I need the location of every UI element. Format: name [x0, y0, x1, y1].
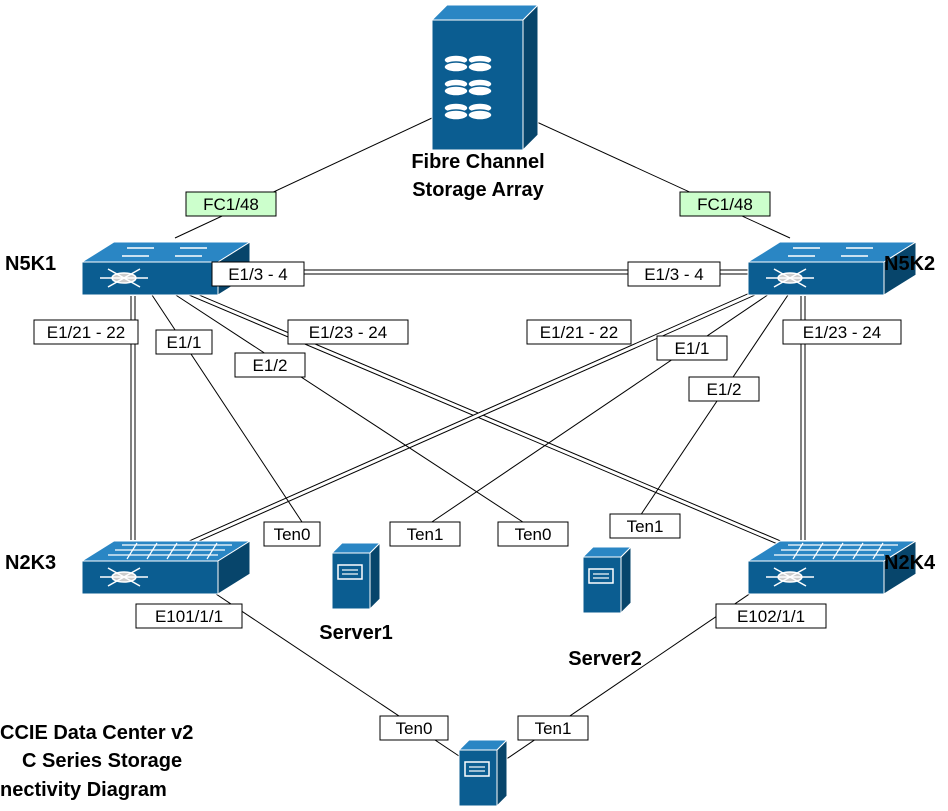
port-label-n5k1-e121-22: E1/21 - 22 [47, 323, 125, 342]
router-star-icon [766, 268, 814, 288]
switch-arrows-icon [122, 247, 207, 257]
storage-title-line2: Storage Array [412, 179, 544, 201]
fex-grid-icon [108, 542, 232, 560]
fex-n2k3[interactable] [81, 540, 251, 595]
port-label-n5k1-e11: E1/1 [167, 333, 202, 352]
caption-line1: CCIE Data Center v2 [0, 722, 193, 744]
port-label-n5k2-e123-24: E1/23 - 24 [803, 323, 881, 342]
port-label-server2-ten0: Ten0 [515, 525, 552, 544]
storage-title-line1: Fibre Channel [411, 151, 544, 173]
fex-grid-icon [774, 542, 898, 560]
server-icon[interactable] [331, 542, 381, 610]
router-star-icon [100, 567, 148, 587]
port-label-server3-ten1: Ten1 [535, 719, 572, 738]
port-labels: FC1/48 FC1/48 E1/3 - 4 E1/3 - 4 E1/21 - … [33, 191, 902, 741]
server1-label: Server1 [319, 622, 392, 644]
port-label-n5k1-e12: E1/2 [253, 356, 288, 375]
link-n5k2-n2k3 [183, 281, 777, 548]
diagram-caption: CCIE Data Center v2 C Series Storage nec… [0, 722, 193, 801]
switch-n5k1[interactable] [81, 241, 251, 296]
server-icon[interactable] [458, 739, 508, 807]
switch-label-n5k1: N5K1 [5, 253, 56, 275]
router-star-icon [766, 567, 814, 587]
server2-label: Server2 [568, 648, 641, 670]
link-n5k1-server1 [149, 291, 303, 523]
link-storage-n5k2 [527, 117, 791, 239]
port-label-fc-left: FC1/48 [203, 195, 259, 214]
port-label-n5k2-e13-4: E1/3 - 4 [644, 265, 704, 284]
switch-label-n5k2: N5K2 [884, 253, 935, 275]
fex-n2k4[interactable] [747, 540, 917, 595]
port-label-n2k4-e102: E102/1/1 [737, 607, 805, 626]
switch-label-n2k4: N2K4 [884, 552, 936, 574]
switch-arrows-icon [788, 247, 873, 257]
disk-stack-icon [443, 54, 493, 121]
caption-line3: nectivity Diagram [0, 779, 167, 801]
port-label-n5k2-e121-22: E1/21 - 22 [540, 323, 618, 342]
port-label-fc-right: FC1/48 [697, 195, 753, 214]
caption-line2: C Series Storage [22, 750, 182, 772]
link-n5k2-server2 [639, 291, 791, 517]
storage-array: Fibre Channel Storage Array [411, 3, 545, 201]
port-label-n5k1-e13-4: E1/3 - 4 [228, 265, 288, 284]
switch-label-n2k3: N2K3 [5, 552, 56, 574]
port-label-server2-ten1: Ten1 [627, 517, 664, 536]
router-star-icon [100, 268, 148, 288]
link-n5k2-server1 [419, 287, 779, 531]
link-n5k1-server2 [164, 287, 533, 529]
server-icon[interactable] [582, 546, 632, 614]
port-label-server3-ten0: Ten0 [396, 719, 433, 738]
port-label-server1-ten1: Ten1 [407, 525, 444, 544]
port-label-n5k2-e11: E1/1 [675, 339, 710, 358]
link-storage-n5k1 [174, 117, 433, 239]
port-label-n2k3-e101: E101/1/1 [155, 607, 223, 626]
port-label-n5k2-e12: E1/2 [707, 380, 742, 399]
port-label-server1-ten0: Ten0 [274, 525, 311, 544]
switch-n5k2[interactable] [747, 241, 917, 296]
port-label-n5k1-e123-24: E1/23 - 24 [309, 323, 387, 342]
